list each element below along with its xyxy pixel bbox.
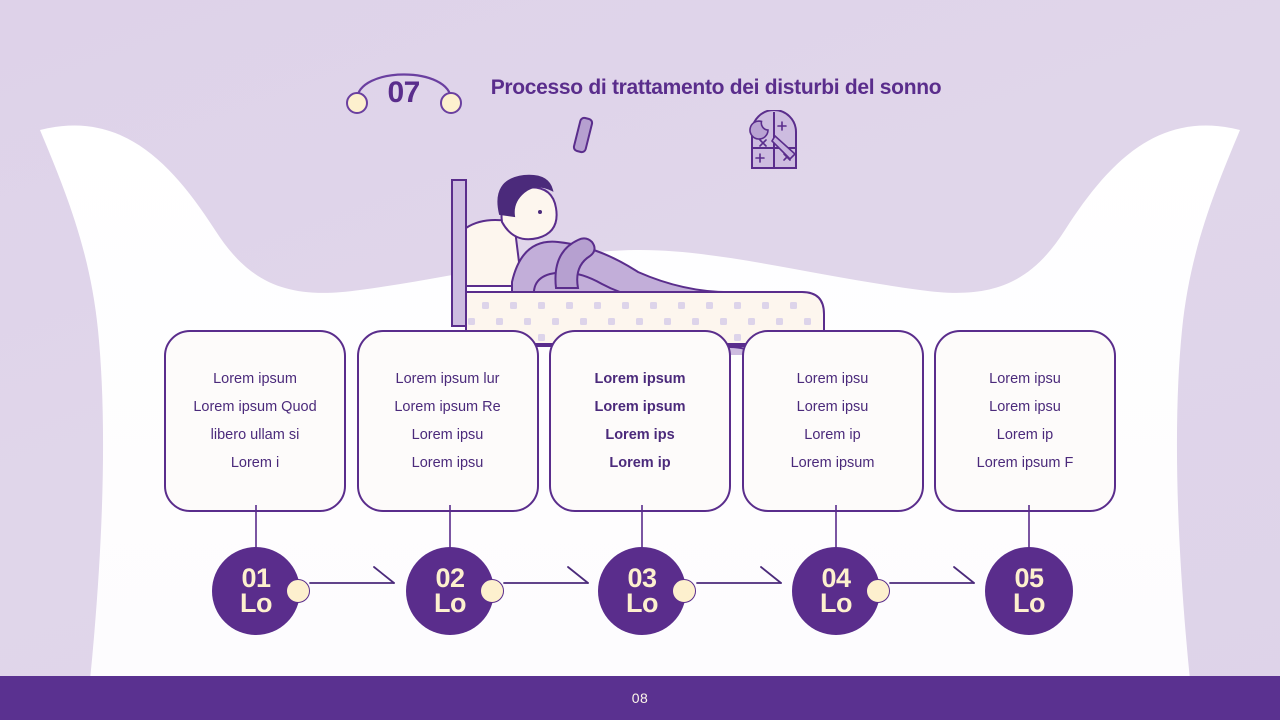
badge-number: 07 <box>387 76 421 109</box>
step-05-circle[interactable]: 05 Lo <box>985 547 1073 635</box>
hair <box>497 174 554 218</box>
crescent-moon-icon <box>749 120 769 140</box>
card-03-line-2: Lorem ipsum <box>594 399 686 415</box>
card-05-line-1: Lorem ipsu <box>989 371 1061 387</box>
arm <box>554 237 596 289</box>
phone-icon <box>572 116 594 154</box>
page-number: 08 <box>631 690 649 706</box>
card-02-line-2: Lorem ipsum Re <box>394 399 501 415</box>
step-02-circle[interactable]: 02 Lo <box>406 547 494 635</box>
card-01-line-1: Lorem ipsum <box>213 371 297 387</box>
slide-footer: 08 <box>0 676 1280 720</box>
step-03-dot <box>672 579 696 603</box>
step-05[interactable]: 05 Lo <box>985 547 1073 635</box>
card-05[interactable]: Lorem ipsu Lorem ipsu Lorem ip Lorem ips… <box>934 330 1116 512</box>
card-03-line-1: Lorem ipsum <box>594 371 686 387</box>
step-04-circle[interactable]: 04 Lo <box>792 547 880 635</box>
shooting-star-icon <box>770 134 797 161</box>
slide-header: 07 Processo di trattamento dei disturbi … <box>0 58 1280 118</box>
step-03[interactable]: 03 Lo <box>598 547 696 635</box>
card-04[interactable]: Lorem ipsu Lorem ipsu Lorem ip Lorem ips… <box>741 330 924 512</box>
card-05-line-4: Lorem ipsum F <box>976 455 1074 471</box>
step-04-dot <box>866 579 890 603</box>
arrow-icons <box>309 566 975 584</box>
card-02-line-3: Lorem ipsu <box>411 427 484 443</box>
step-03-sub: Lo <box>626 588 659 618</box>
step-05-number: 05 <box>1014 563 1044 593</box>
card-03-line-4: Lorem ip <box>609 455 671 471</box>
step-01-circle[interactable]: 01 Lo <box>212 547 300 635</box>
step-01-number: 01 <box>241 563 271 593</box>
card-04-line-1: Lorem ipsu <box>796 371 869 387</box>
card-05-line-2: Lorem ipsu <box>989 399 1061 415</box>
card-row: Lorem ipsum Lorem ipsum Quod libero ulla… <box>164 330 1116 512</box>
step-connectors <box>255 505 1030 584</box>
step-02-dot <box>480 579 504 603</box>
step-01-sub: Lo <box>240 588 273 618</box>
card-05-line-3: Lorem ip <box>996 427 1054 443</box>
section-number-badge: 07 <box>339 60 469 116</box>
card-04-line-2: Lorem ipsu <box>796 399 869 415</box>
bedroom-illustration <box>438 110 840 355</box>
card-02[interactable]: Lorem ipsum lur Lorem ipsum Re Lorem ips… <box>356 330 539 512</box>
step-02[interactable]: 02 Lo <box>406 547 504 635</box>
card-04-line-3: Lorem ip <box>804 427 861 443</box>
step-01[interactable]: 01 Lo <box>212 547 310 635</box>
card-01-line-4: Lorem i <box>230 455 280 471</box>
step-03-circle[interactable]: 03 Lo <box>598 547 686 635</box>
badge-arc-icon <box>345 73 462 114</box>
step-04[interactable]: 04 Lo <box>792 547 890 635</box>
card-01-line-3: libero ullam si <box>210 427 300 443</box>
card-03-line-3: Lorem ips <box>605 427 675 443</box>
night-window-icon <box>749 110 797 169</box>
step-03-number: 03 <box>627 563 657 593</box>
step-04-sub: Lo <box>820 588 853 618</box>
mattress-pattern <box>468 302 811 341</box>
card-03[interactable]: Lorem ipsum Lorem ipsum Lorem ips Lorem … <box>549 330 731 512</box>
steps-layer: 01 Lo 02 Lo 03 Lo 04 Lo <box>0 505 1280 640</box>
card-02-line-1: Lorem ipsum lur <box>395 371 500 387</box>
step-04-number: 04 <box>821 563 851 593</box>
sparkle-icons <box>755 121 791 163</box>
card-01-line-2: Lorem ipsum Quod <box>193 399 317 415</box>
card-02-line-4: Lorem ipsu <box>411 455 484 471</box>
page-title: Processo di trattamento dei disturbi del… <box>490 76 942 99</box>
step-01-dot <box>286 579 310 603</box>
step-05-sub: Lo <box>1013 588 1046 618</box>
step-02-number: 02 <box>435 563 465 593</box>
card-01[interactable]: Lorem ipsum Lorem ipsum Quod libero ulla… <box>164 330 346 512</box>
card-04-line-4: Lorem ipsum <box>790 455 875 471</box>
step-02-sub: Lo <box>434 588 467 618</box>
